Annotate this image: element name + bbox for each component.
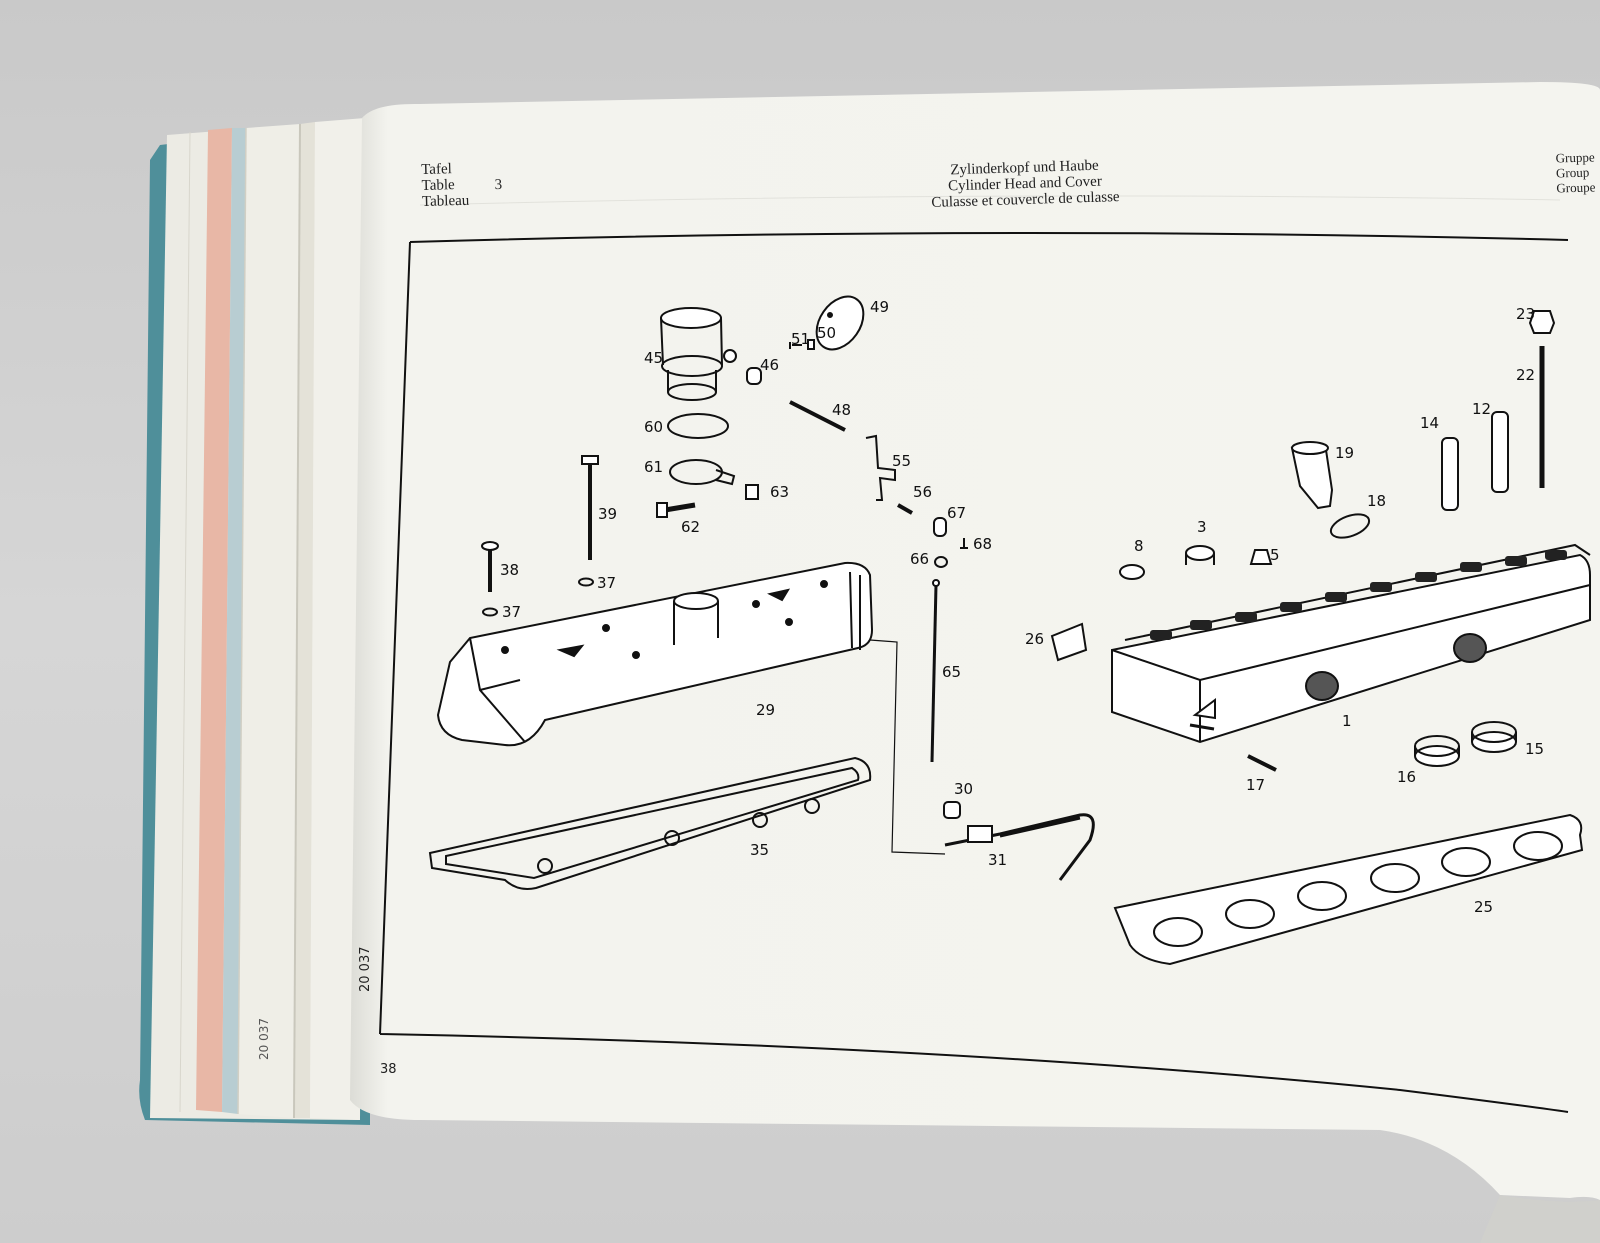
part-29-valve-cover [436, 561, 874, 747]
colored-tab-edge [196, 128, 232, 1112]
callout-number: 67 [947, 504, 967, 522]
page-number: 38 [380, 1062, 397, 1077]
callout-number: 37 [597, 574, 617, 592]
callout-number: 5 [1270, 546, 1280, 564]
callout-number: 35 [750, 841, 770, 859]
callout-number: 38 [500, 561, 520, 579]
callout-number: 19 [1335, 444, 1355, 462]
callout-number: 60 [644, 418, 664, 436]
group-label-de: Gruppe [1555, 149, 1595, 166]
group-label-en: Group [1555, 164, 1590, 181]
part-45-filler-neck [660, 307, 737, 401]
callout-number: 48 [832, 401, 852, 419]
callout-number: 16 [1397, 768, 1417, 786]
callout-number: 46 [760, 356, 780, 374]
callout-number: 25 [1474, 898, 1494, 916]
table-label: Tafel Table Tableau 3 [421, 161, 502, 210]
callout-number: 8 [1134, 537, 1144, 555]
page-title: Zylinderkopf und Haube Cylinder Head and… [909, 156, 1140, 211]
callout-number: 39 [598, 505, 618, 523]
drawing-code: 20 037 [358, 946, 373, 993]
part-1-cylinder-head [1111, 543, 1591, 744]
callout-number: 63 [770, 483, 790, 501]
callout-number: 55 [892, 452, 912, 470]
callout-number: 45 [644, 349, 664, 367]
callout-number: 37 [502, 603, 522, 621]
group-label-fr: Groupe [1556, 179, 1596, 196]
callout-number: 17 [1246, 776, 1266, 794]
page-stack [238, 124, 300, 1118]
diagram-frame [379, 231, 1569, 1113]
callout-number: 12 [1472, 400, 1492, 418]
callout-number: 18 [1367, 492, 1387, 510]
part-49-cover-plate [815, 295, 865, 351]
callout-number: 30 [954, 780, 974, 798]
callout-number: 50 [817, 324, 837, 342]
callout-number: 31 [988, 851, 1008, 869]
callout-number: 23 [1516, 305, 1536, 323]
callout-number: 65 [942, 663, 962, 681]
callout-number: 3 [1197, 518, 1207, 536]
parts-diagram [428, 295, 1591, 966]
table-label-fr: Tableau [421, 192, 470, 210]
page-stack-front [310, 118, 365, 1120]
callout-number: 22 [1516, 366, 1536, 384]
table-number: 3 [494, 176, 503, 194]
callout-number: 15 [1525, 740, 1545, 758]
part-35-gasket [428, 756, 872, 890]
group-label: Gruppe Group Groupe [1555, 149, 1595, 195]
callout-number: 1 [1342, 712, 1352, 730]
callout-number: 68 [973, 535, 993, 553]
callout-number: 61 [644, 458, 664, 476]
part-25-head-gasket [1113, 813, 1584, 966]
table-label-en: Table [421, 177, 455, 194]
page-stack-shadow [295, 122, 315, 1118]
table-label-de: Tafel [421, 161, 453, 178]
callout-number: 29 [756, 701, 776, 719]
callout-number: 62 [681, 518, 701, 536]
callout-number: 56 [913, 483, 933, 501]
callout-number: 51 [791, 330, 811, 348]
callout-number: 26 [1025, 630, 1045, 648]
callout-number: 14 [1420, 414, 1440, 432]
callout-number: 66 [910, 550, 930, 568]
underlying-page-code: 20 037 [257, 1018, 271, 1060]
callout-number: 49 [870, 298, 890, 316]
